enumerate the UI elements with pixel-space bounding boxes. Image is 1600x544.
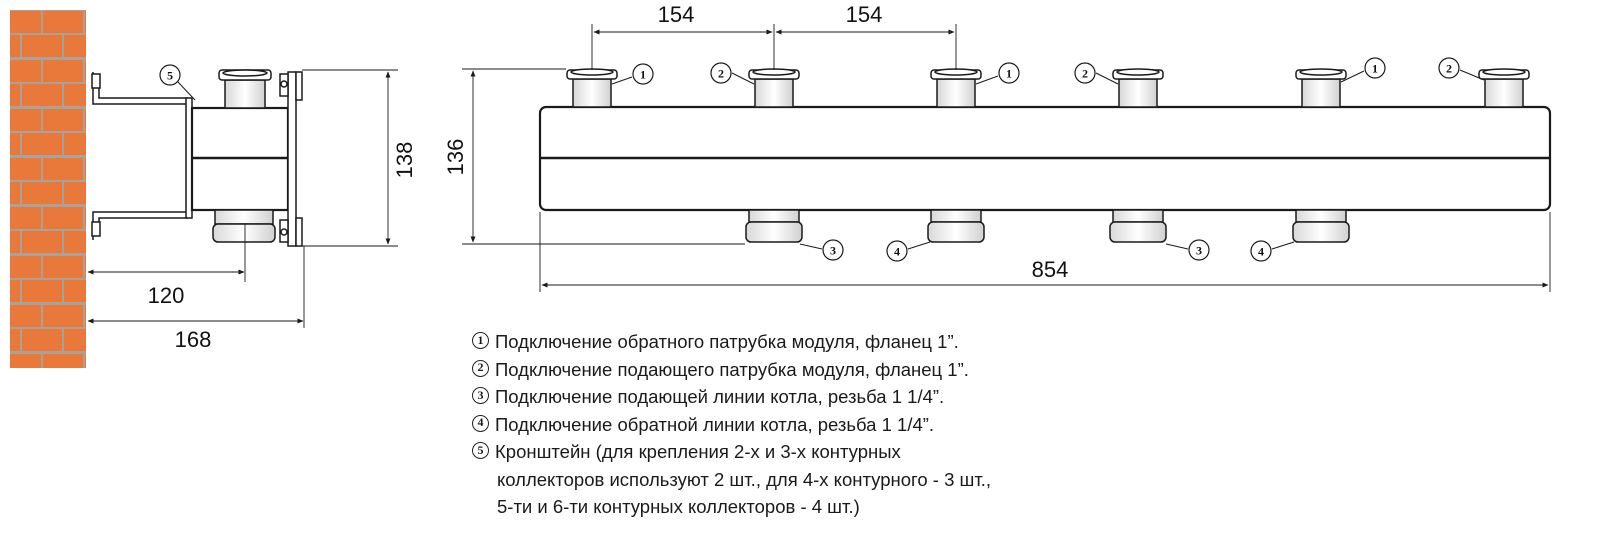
bracket-bottom [92,211,188,240]
side-dimensions [87,69,398,328]
legend-number: 5 [472,442,489,459]
top-pipe-4 [1112,68,1164,108]
legend-item-4: 4 Подключение обратной линии котла, резь… [472,411,1172,439]
legend-item-3: 3 Подключение подающей линии котла, резь… [472,383,1172,411]
legend-number: 4 [472,414,489,432]
dim-height-side: 138 [392,142,417,179]
svg-text:1: 1 [1006,67,1012,81]
bottom-pipe-1 [745,209,803,243]
marker-2b: 2 [1074,62,1096,84]
marker-3b: 3 [1188,239,1210,261]
dim-height-front: 136 [443,139,468,176]
side-front-plate [287,71,297,247]
marker-4a: 4 [886,240,908,262]
legend-item-1: 1 Подключение обратного патрубка модуля,… [472,328,1172,356]
legend: 1 Подключение обратного патрубка модуля,… [472,328,1172,521]
legend-number: 1 [472,332,489,349]
front-view [538,68,1552,250]
svg-text:4: 4 [1258,245,1264,259]
marker-1c: 1 [1364,57,1386,79]
svg-text:1: 1 [1372,62,1378,76]
top-pipe-3 [930,68,982,108]
dim-spacing-b: 154 [846,2,883,27]
legend-text: Подключение обратного патрубка модуля, ф… [495,331,959,352]
svg-text:2: 2 [718,67,724,81]
marker-5: 5 [159,64,181,86]
front-dimensions [462,24,1551,292]
dim-spacing-a: 154 [658,2,695,27]
dim-depth-bracket: 120 [148,283,185,308]
legend-text: Подключение подающего патрубка модуля, ф… [495,358,969,380]
legend-number: 2 [472,359,489,377]
legend-text: Подключение обратной линии котла, резьба… [495,413,935,435]
marker-1a: 1 [632,63,654,85]
marker-2a: 2 [710,62,732,84]
svg-text:3: 3 [1196,244,1202,258]
bottom-pipe-2 [927,209,985,243]
legend-text: Подключение подающей линии котла, резьба… [495,386,945,407]
svg-text:2: 2 [1446,62,1452,76]
svg-text:1: 1 [640,68,646,82]
side-bottom-pipe [214,209,274,225]
svg-text:3: 3 [830,244,836,258]
brick-wall [10,10,86,368]
svg-text:2: 2 [1082,67,1088,81]
side-view [91,69,303,247]
svg-text:5: 5 [167,69,173,83]
svg-text:4: 4 [894,245,900,259]
legend-continuation-2: 5-ти и 6-ти контурных коллекторов - 4 шт… [497,496,860,517]
marker-2c: 2 [1438,57,1460,79]
legend-text: Кронштейн (для крепления 2-х и 3-х конту… [495,441,901,462]
legend-continuation-1: коллекторов используют 2 шт., для 4-х ко… [497,468,992,490]
top-pipe-6 [1478,68,1530,108]
legend-item-5: 5 Кронштейн (для крепления 2-х и 3-х кон… [472,438,1172,466]
marker-1b: 1 [998,62,1020,84]
legend-number: 3 [472,387,489,404]
top-pipe-1 [566,68,618,108]
top-pipe-5 [1295,68,1347,108]
bottom-pipe-4 [1292,209,1350,243]
top-pipe-2 [748,68,800,108]
marker-3a: 3 [822,239,844,261]
bottom-pipe-3 [1109,209,1167,243]
marker-4b: 4 [1250,240,1272,262]
side-top-pipe [224,79,266,109]
dim-length-total: 854 [1032,257,1069,282]
legend-item-2: 2 Подключение подающего патрубка модуля,… [472,356,1172,384]
dim-depth-total: 168 [175,327,212,352]
